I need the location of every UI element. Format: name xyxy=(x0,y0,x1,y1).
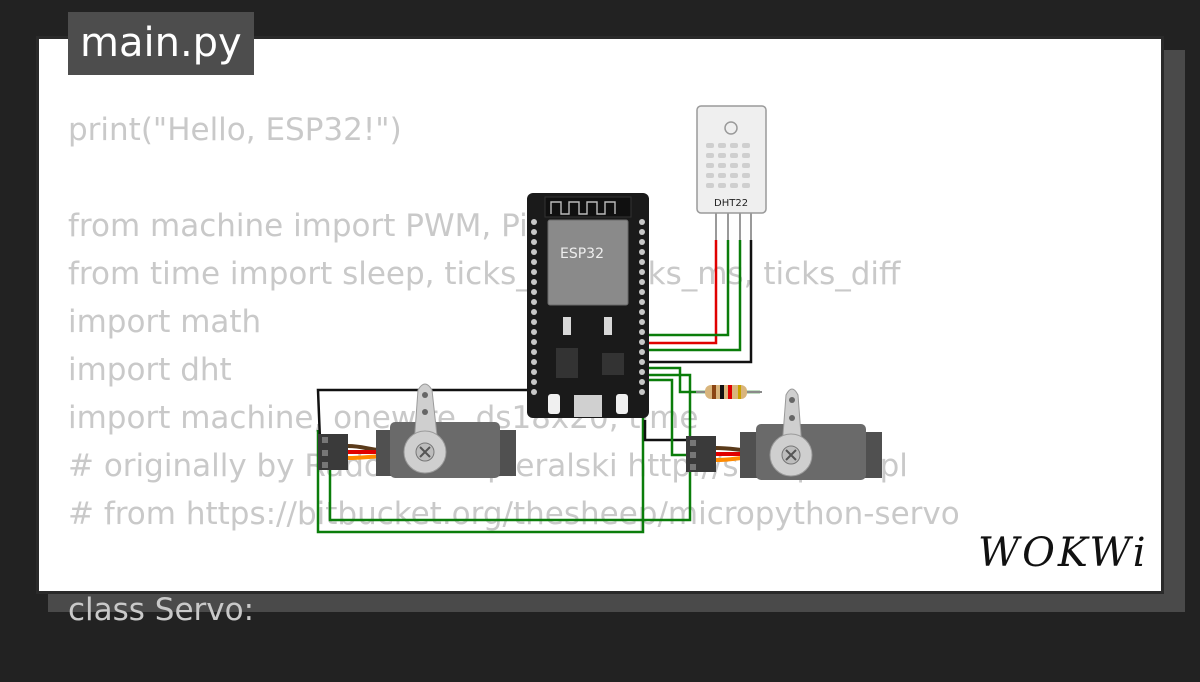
wire-green xyxy=(645,378,688,457)
code-line: from machine import PWM, Pin xyxy=(68,208,548,244)
wire-black xyxy=(645,240,753,364)
wire-red xyxy=(645,240,718,345)
code-editor: print("Hello, ESP32!") from machine impor… xyxy=(68,106,960,682)
resistor[interactable] xyxy=(696,385,762,399)
circuit-diagram: ESP32 DHT22 xyxy=(316,105,882,534)
wokwi-logo: WOKWi xyxy=(978,530,1149,576)
code-line: print("Hello, ESP32!") xyxy=(68,112,402,148)
wire-green xyxy=(316,370,645,534)
code-line: # from https://bitbucket.org/thesheep/mi… xyxy=(68,496,960,532)
wire-green xyxy=(645,240,742,352)
dht22-pins xyxy=(715,213,752,240)
esp32-pins xyxy=(531,219,645,395)
code-line: from time import sleep, ticks_add, ticks… xyxy=(68,256,901,292)
code-line: import math xyxy=(68,304,262,340)
dht22-sensor[interactable]: DHT22 xyxy=(696,105,767,240)
code-line: class Servo: xyxy=(68,592,255,628)
file-tab-label: main.py xyxy=(80,20,242,66)
wire-green xyxy=(645,240,730,337)
esp32-board[interactable]: ESP32 xyxy=(527,193,649,418)
esp32-label: ESP32 xyxy=(560,246,604,262)
wire-green xyxy=(328,373,692,522)
servo-left[interactable] xyxy=(318,383,516,478)
wokwi-logo-text: WOKWi xyxy=(978,530,1149,576)
wire-black xyxy=(643,420,690,442)
file-tab[interactable]: main.py xyxy=(68,12,254,75)
dht22-grille xyxy=(706,143,750,188)
dht22-label: DHT22 xyxy=(714,198,748,209)
code-line: import dht xyxy=(68,352,232,388)
servo-right[interactable] xyxy=(686,388,882,480)
